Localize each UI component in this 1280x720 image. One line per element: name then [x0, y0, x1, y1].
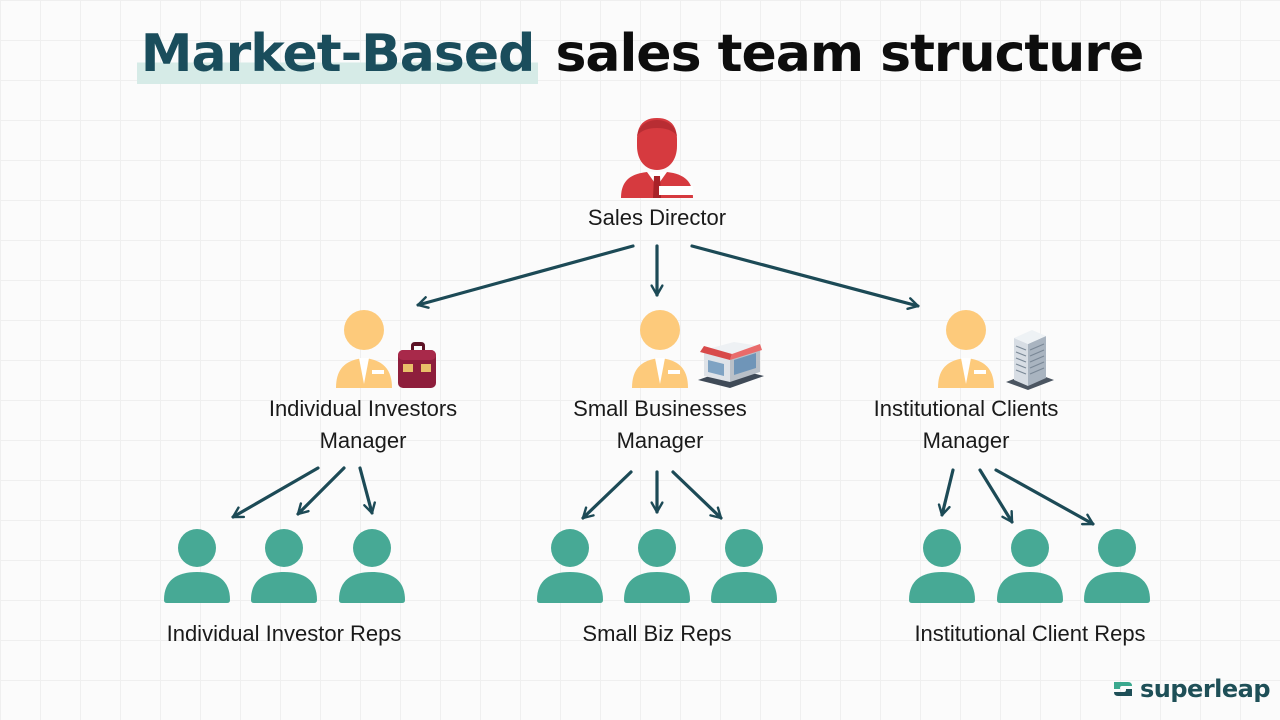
brand-name: superleap: [1140, 675, 1271, 703]
manager-label-smallbiz: Small Businesses Manager: [530, 393, 790, 457]
brand-logo: superleap: [1110, 672, 1271, 706]
director-icon: [621, 118, 693, 198]
manager-label-line2: Manager: [319, 428, 407, 453]
rep-person-icon: [339, 529, 405, 603]
manager-label-individual: Individual Investors Manager: [233, 393, 493, 457]
manager-label-institutional: Institutional Clients Manager: [836, 393, 1096, 457]
rep-person-icon: [1084, 529, 1150, 603]
rep-person-icon: [997, 529, 1063, 603]
manager-label-line1: Institutional Clients: [873, 396, 1059, 421]
arrow-smallbiz-to-rep-1: [581, 470, 633, 520]
manager-person-icon: [632, 310, 688, 388]
rep-label-individual: Individual Investor Reps: [166, 621, 402, 646]
rep-person-icon: [251, 529, 317, 603]
title-highlight: Market-Based: [136, 24, 539, 84]
arrow-individual-to-rep-3: [358, 466, 376, 515]
arrow-institutional-to-rep-1: [937, 468, 955, 517]
manager-person-icon: [336, 310, 392, 388]
rep-label-institutional: Institutional Client Reps: [914, 621, 1146, 646]
director-label: Sales Director: [587, 205, 727, 230]
arrow-individual-to-rep-1: [231, 466, 320, 519]
arrow-director-to-institutional: [690, 244, 920, 310]
rep-label-smallbiz: Small Biz Reps: [582, 621, 732, 646]
office-building-icon: [1006, 330, 1054, 390]
title-rest: sales team structure: [555, 24, 1144, 84]
rep-person-icon: [537, 529, 603, 603]
rep-person-icon: [164, 529, 230, 603]
rep-person-icon: [711, 529, 777, 603]
storefront-icon: [698, 342, 764, 388]
manager-label-line1: Individual Investors: [268, 396, 458, 421]
arrow-director-to-individual: [416, 244, 635, 309]
arrow-individual-to-rep-2: [296, 466, 346, 516]
arrow-institutional-to-rep-3: [994, 468, 1095, 526]
arrow-institutional-to-rep-2: [978, 468, 1014, 524]
arrow-smallbiz-to-rep-3: [671, 470, 723, 520]
manager-label-line1: Small Businesses: [573, 396, 747, 421]
page-title: Market-Based sales team structure: [0, 24, 1280, 84]
rep-person-icon: [909, 529, 975, 603]
manager-label-line2: Manager: [616, 428, 704, 453]
rep-person-icon: [624, 529, 690, 603]
manager-label-line2: Manager: [922, 428, 1010, 453]
manager-person-icon: [938, 310, 994, 388]
briefcase-icon: [398, 342, 436, 388]
superleap-logo-icon: [1114, 682, 1132, 696]
